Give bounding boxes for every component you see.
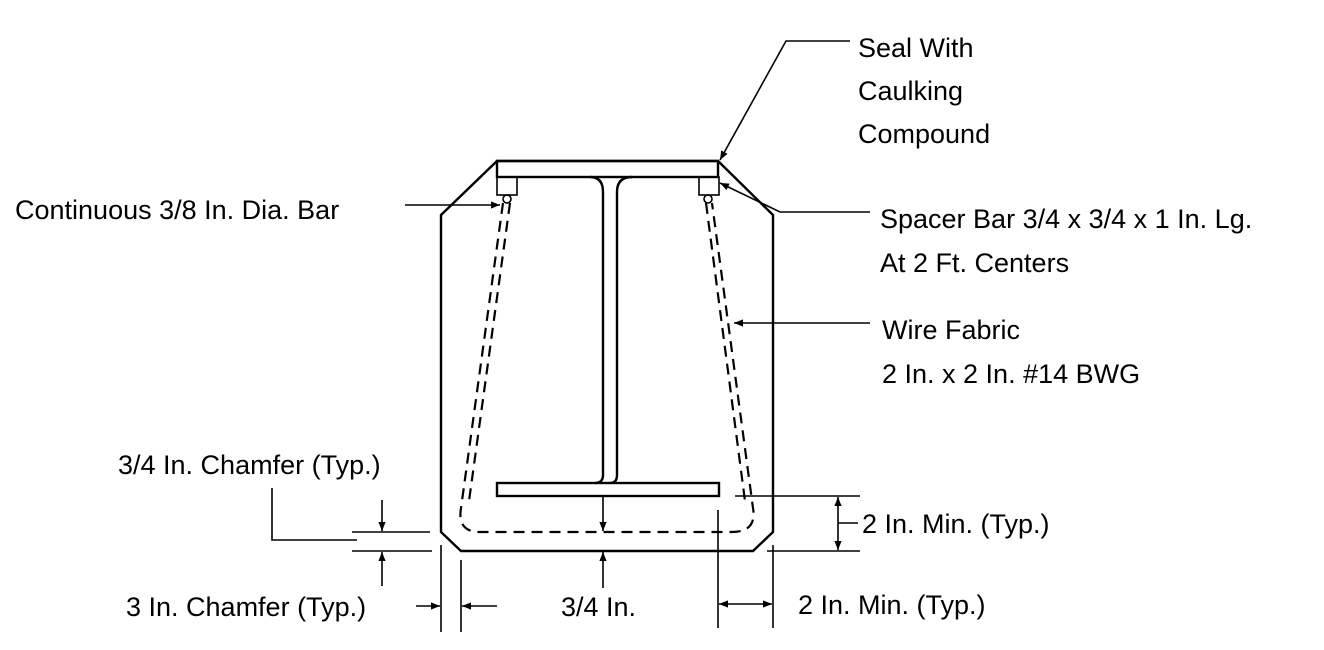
wire-fabric-label-line1: Wire Fabric: [882, 315, 1021, 345]
chamfer-small-label: 3/4 In. Chamfer (Typ.): [118, 450, 381, 480]
bottom-cover-label: 3/4 In.: [561, 592, 637, 622]
beam-bottom-flange: [495, 481, 721, 498]
spacer-bar-label-line1: Spacer Bar 3/4 x 3/4 x 1 In. Lg.: [880, 204, 1253, 234]
spacer-bar-leader: [719, 182, 870, 213]
seal-label-line1: Seal With: [858, 33, 974, 63]
seal-label-line2: Caulking: [858, 76, 964, 106]
chamfer-large-label: 3 In. Chamfer (Typ.): [126, 592, 367, 622]
seal-label-line3: Compound: [858, 119, 991, 149]
min-horizontal-label: 2 In. Min. (Typ.): [798, 590, 986, 620]
continuous-bar-right: [703, 194, 713, 204]
wire-fabric-inner: [467, 202, 512, 502]
spacer-bar-label-line2: At 2 Ft. Centers: [880, 248, 1070, 278]
concrete-encasement-outline: [439, 159, 775, 553]
continuous-bar-left: [502, 194, 512, 204]
seal-leader: [719, 40, 850, 161]
beam-top-flange: [495, 159, 720, 179]
wire-fabric-outer: [459, 202, 755, 534]
wire-fabric-inner: [704, 202, 747, 502]
beam-web: [589, 175, 633, 485]
min-vertical-label: 2 In. Min. (Typ.): [862, 509, 1050, 539]
spacer-bar-left: [496, 176, 518, 196]
chamfer-small-leader: [271, 488, 357, 541]
spacer-bar-right: [698, 176, 720, 196]
wire-fabric-label-line2: 2 In. x 2 In. #14 BWG: [882, 359, 1141, 389]
continuous-bar-label: Continuous 3/8 In. Dia. Bar: [15, 195, 340, 225]
